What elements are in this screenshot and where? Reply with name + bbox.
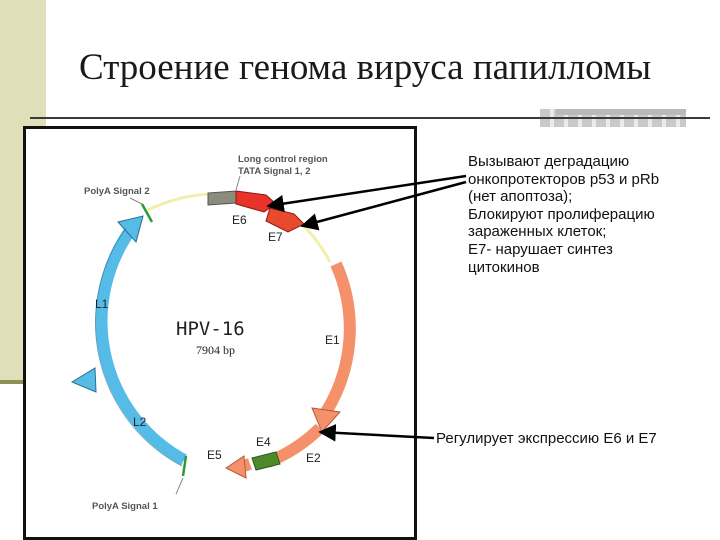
lcr-pointer-line <box>235 175 241 191</box>
gene-label-l2: L2 <box>133 415 147 429</box>
tata-signal-label: TATA Signal 1, 2 <box>238 166 311 177</box>
gene-label-e5: E5 <box>207 448 222 462</box>
e1-gene-arc <box>320 261 356 416</box>
arrow-to-e2 <box>318 424 435 442</box>
e6-e7-annotation: Вызывают деградацию онкопротекторов p53 … <box>468 153 718 276</box>
annotation-line: Регулирует экспрессию E6 и E7 <box>436 430 657 447</box>
l2-arrowhead <box>70 367 97 393</box>
annotation-line: онкопротекторов p53 и pRb <box>468 170 660 188</box>
gene-label-e7: E7 <box>268 230 283 244</box>
page-title: Строение генома вируса папилломы <box>79 47 652 88</box>
annotation-line: (нет апоптоза); <box>468 188 573 206</box>
genome-size: 7904 bp <box>196 343 235 357</box>
polya-signal-2-tick <box>140 203 154 223</box>
lcr-block <box>207 190 237 206</box>
l1-l2-gene-arc <box>95 224 187 466</box>
arrow-to-e7 <box>300 180 467 231</box>
e4-gene-block <box>251 451 281 471</box>
annotation-line: Вызывают деградацию <box>468 153 630 170</box>
e7-gene-arc <box>265 207 305 233</box>
l1-arrowhead <box>117 215 144 244</box>
gene-label-e6: E6 <box>232 213 247 227</box>
annotation-line: зараженных клеток; <box>468 223 607 241</box>
title-divider <box>30 117 710 119</box>
polya-signal-2-label: PolyA Signal 2 <box>84 186 150 197</box>
annotation-line: цитокинов <box>468 258 540 276</box>
long-control-region-label: Long control region <box>238 154 328 165</box>
lcr-arc <box>147 192 213 212</box>
gene-label-l1: L1 <box>95 297 109 311</box>
polya-signal-1-tick <box>181 455 188 477</box>
arrow-to-e6 <box>266 174 467 213</box>
polya-signal-1-label: PolyA Signal 1 <box>92 501 158 512</box>
decorative-blocks-top <box>556 109 686 115</box>
lcr-arc-right <box>298 220 332 263</box>
gene-label-e4: E4 <box>256 435 271 449</box>
l1-outline <box>94 227 183 467</box>
polya-signal-2-pointer <box>129 197 143 205</box>
polya-signal-1-pointer <box>175 477 184 495</box>
annotation-line: E7- нарушает синтез <box>468 240 613 258</box>
e5-arrowhead <box>225 455 247 479</box>
annotation-line: Блокируют пролиферацию <box>468 205 655 223</box>
gene-label-e2: E2 <box>306 451 321 465</box>
virus-name: HPV-16 <box>176 318 245 340</box>
gene-label-e1: E1 <box>325 333 340 347</box>
e2-annotation: Регулирует экспрессию E6 и E7 <box>436 430 720 448</box>
e1-arrowhead <box>311 407 341 433</box>
